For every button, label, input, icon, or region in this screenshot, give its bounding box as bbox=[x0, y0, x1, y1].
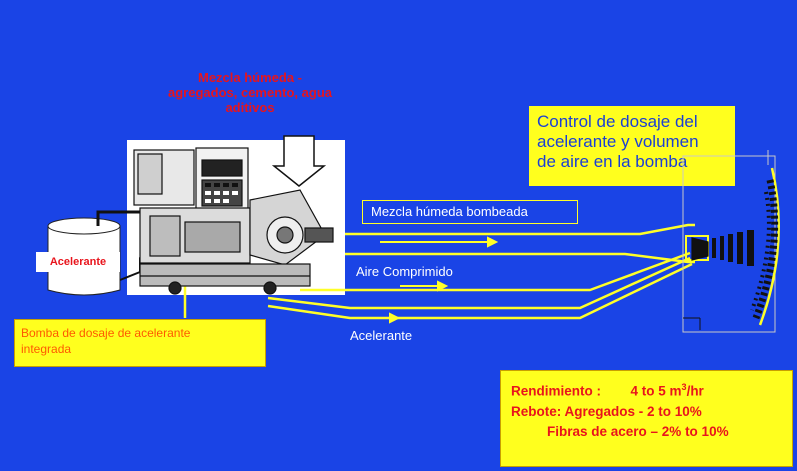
hopper-arrow-icon bbox=[271, 135, 327, 187]
accelerator-line-lower bbox=[267, 262, 693, 320]
performance-specs: Rendimiento : 4 to 5 m3/hr Rebote: Agreg… bbox=[500, 370, 793, 467]
pump-callout: Bomba de dosaje de acelerante integrada bbox=[14, 319, 266, 367]
shotcrete-machine-icon bbox=[133, 147, 334, 295]
mix-line-lower bbox=[345, 252, 695, 264]
yield-exponent: 3 bbox=[681, 382, 687, 392]
pump-line-2: integrada bbox=[21, 342, 72, 356]
spray-fan bbox=[712, 230, 754, 266]
fibers-row: Fibras de acero – 2% to 10% bbox=[547, 423, 729, 439]
wet-mix-line-1: Mezcla húmeda - bbox=[197, 70, 303, 85]
wet-mix-line-3: aditivos bbox=[225, 100, 275, 115]
control-line-1: Control de dosaje del bbox=[537, 112, 698, 131]
control-callout: Control de dosaje del acelerante y volum… bbox=[529, 106, 735, 186]
control-line-3: de aire en la bomba bbox=[537, 152, 688, 171]
arrow-head-mix bbox=[487, 236, 499, 248]
control-line-2: acelerante y volumen bbox=[537, 132, 699, 151]
mix-line-upper bbox=[345, 223, 695, 236]
air-line bbox=[300, 251, 691, 292]
yield-unit: /hr bbox=[686, 383, 704, 399]
tank-hose bbox=[96, 210, 150, 226]
flow-arrows bbox=[348, 236, 499, 324]
arrow-head-air bbox=[437, 280, 449, 292]
yield-value: 4 to 5 m bbox=[630, 383, 682, 399]
yield-row: Rendimiento : 4 to 5 m3/hr bbox=[511, 377, 782, 402]
pumped-mix-label: Mezcla húmeda bombeada bbox=[362, 200, 578, 224]
tunnel-wall-icon bbox=[682, 150, 780, 333]
arrow-head-accel bbox=[389, 312, 401, 324]
compressed-air-label: Aire Comprimido bbox=[356, 264, 453, 279]
nozzle-icon bbox=[685, 235, 709, 261]
pump-line-1: Bomba de dosaje de acelerante bbox=[21, 326, 191, 340]
yield-label: Rendimiento : bbox=[511, 383, 601, 399]
accelerator-tank-label: Acelerante bbox=[36, 252, 120, 272]
rebound-row: Rebote: Agregados - 2 to 10% bbox=[511, 403, 702, 419]
wet-mix-title: Mezcla húmeda - agregados, cemento, agua… bbox=[130, 70, 370, 115]
accelerator-line-label: Acelerante bbox=[350, 328, 413, 343]
wet-mix-line-2: agregados, cemento, agua bbox=[168, 85, 332, 100]
accelerator-line-upper bbox=[267, 256, 691, 310]
